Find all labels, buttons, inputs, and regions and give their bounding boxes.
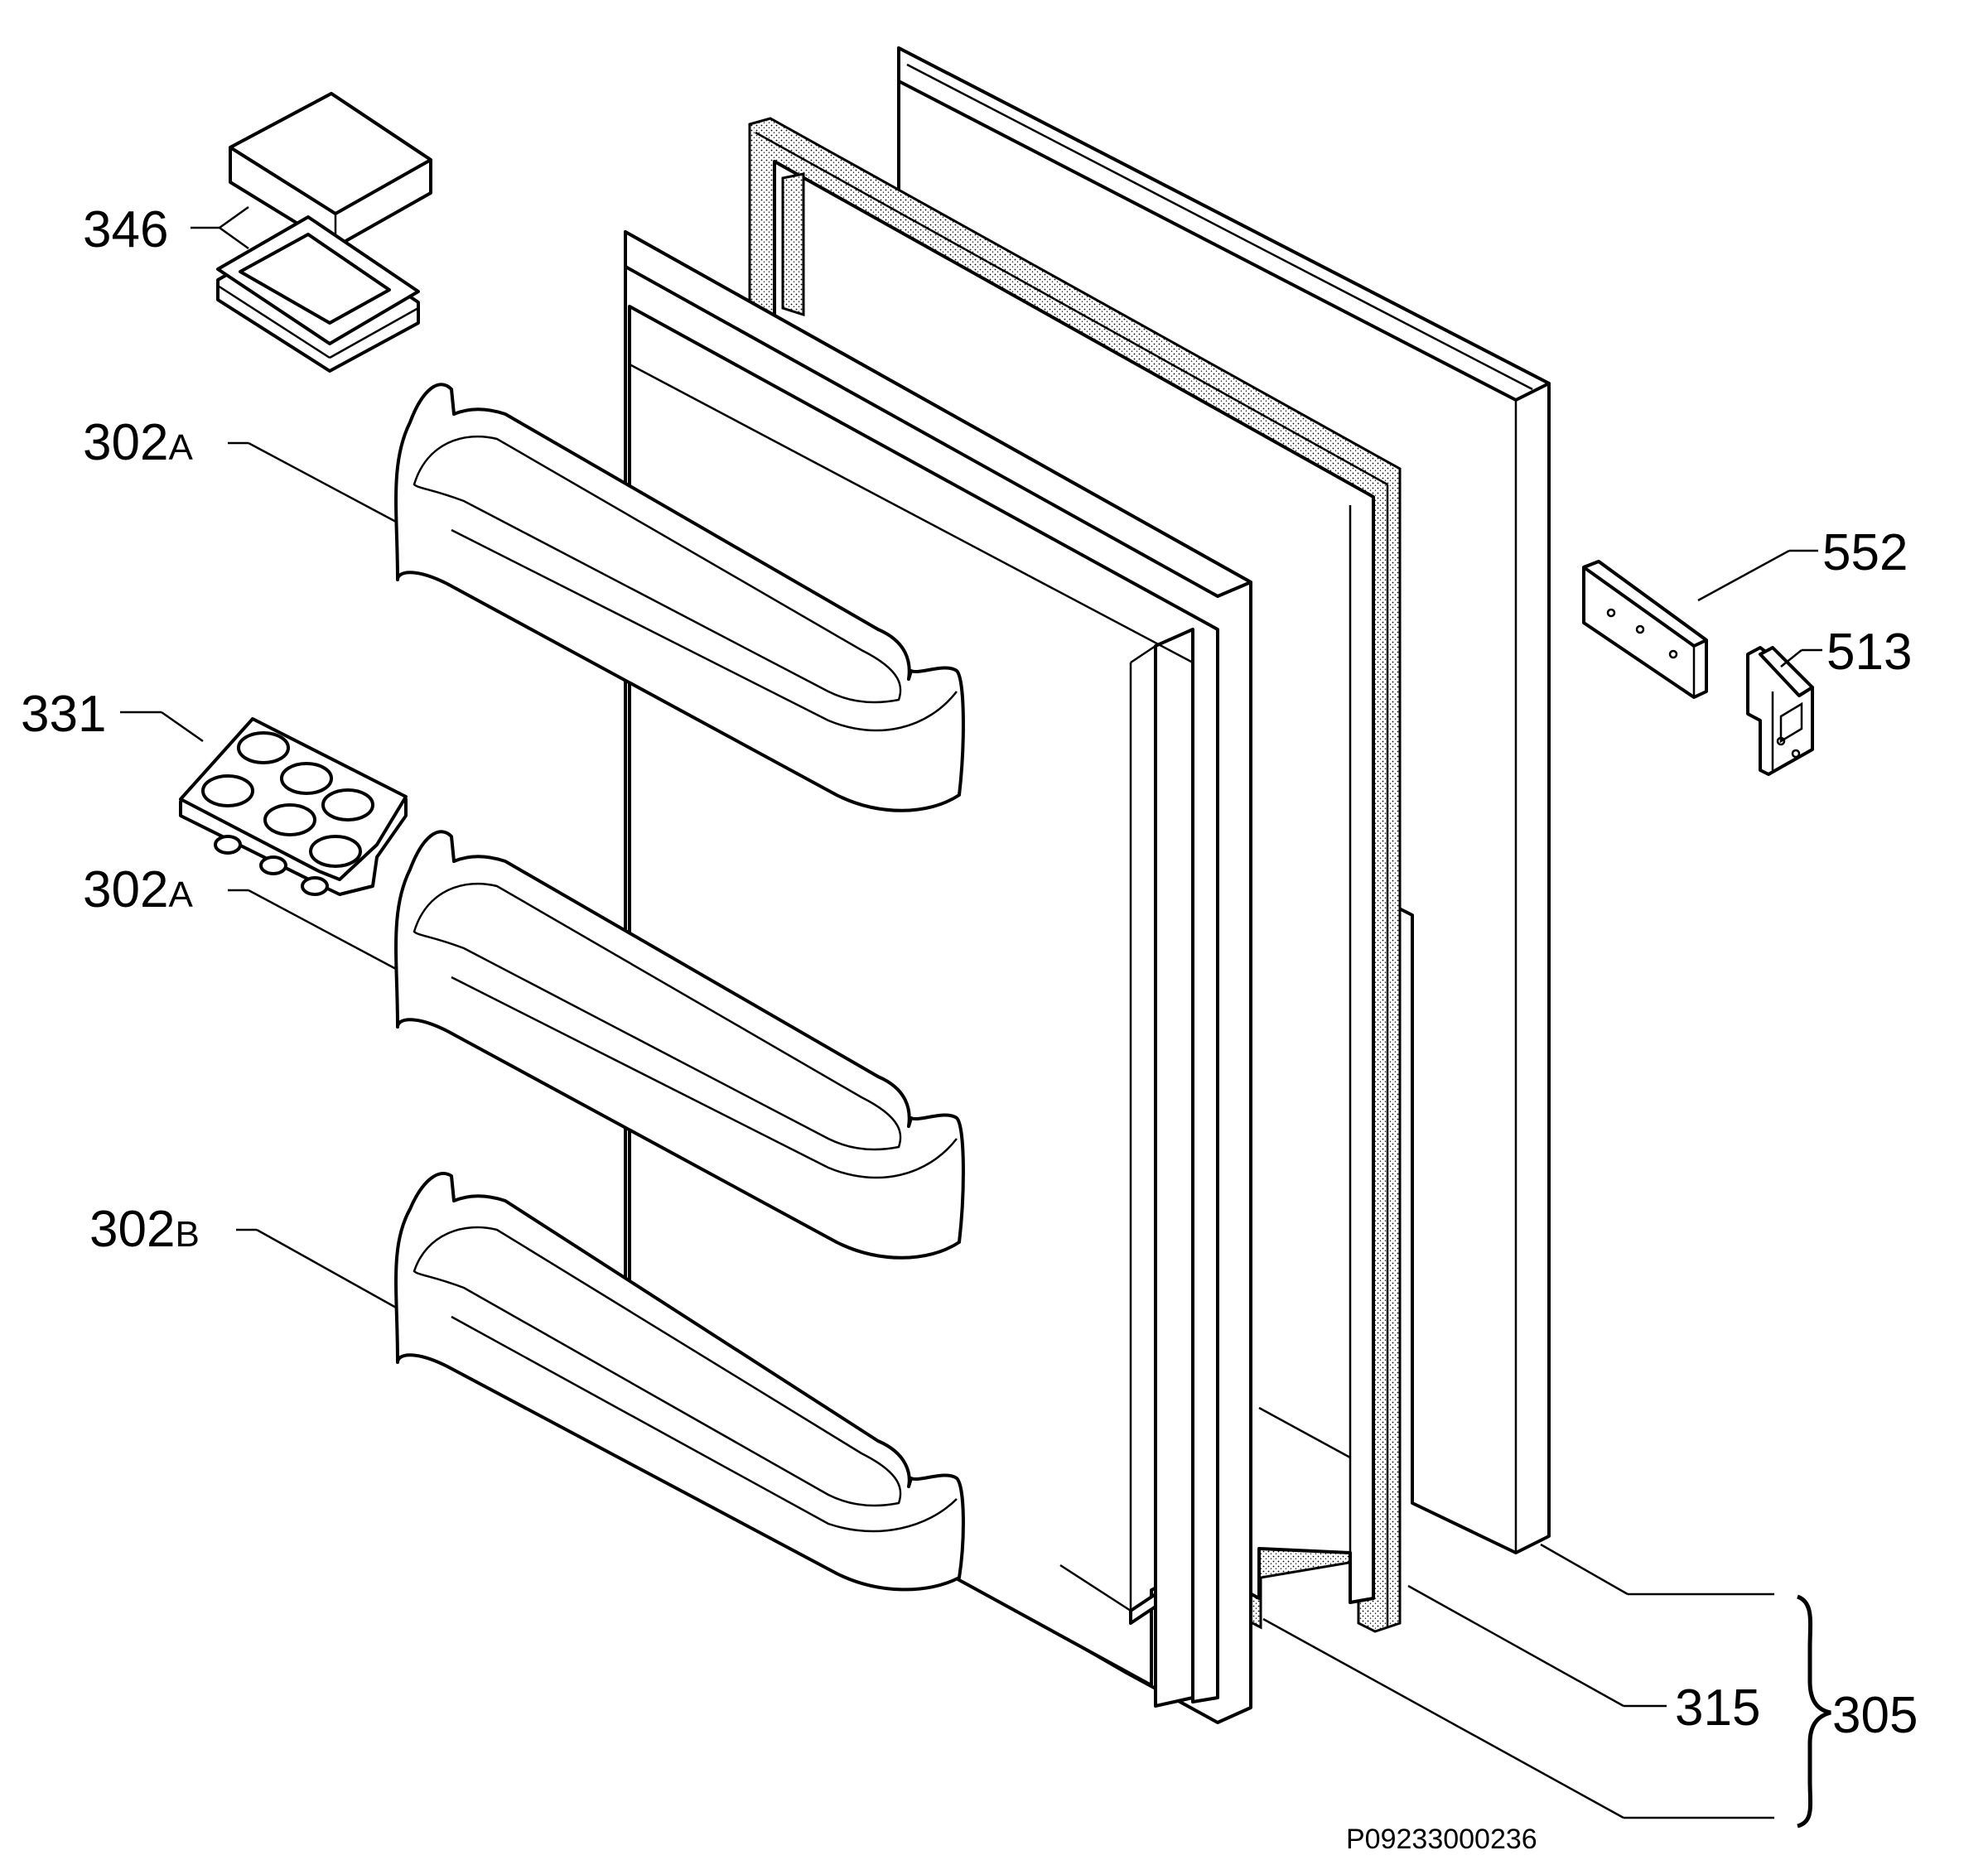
callout-302a-middle: 302A [83, 861, 193, 918]
callout-315: 315 [1675, 1679, 1760, 1737]
callout-331: 331 [21, 686, 106, 743]
callout-513: 513 [1826, 624, 1912, 681]
callout-305: 305 [1832, 1687, 1918, 1744]
door-shelf-302a-middle [394, 830, 965, 1260]
diagram-code: P09233000236 [1346, 1824, 1537, 1855]
part-552-hinge-plate [1582, 560, 1708, 699]
part-513-bracket [1746, 646, 1814, 776]
part-346-container [216, 92, 432, 373]
callout-346: 346 [83, 201, 168, 258]
callout-labels: 346 302A 331 302A 302B 552 513 315 305 P… [21, 201, 1918, 1855]
door-shelf-302a-top [394, 383, 965, 812]
callout-302b: 302B [89, 1201, 200, 1258]
part-331-egg-tray [179, 717, 408, 896]
callout-552: 552 [1822, 524, 1908, 581]
callout-302a-top: 302A [83, 414, 193, 471]
door-shelf-302b-bottom [394, 1171, 965, 1592]
leader-lines [120, 205, 1831, 1829]
